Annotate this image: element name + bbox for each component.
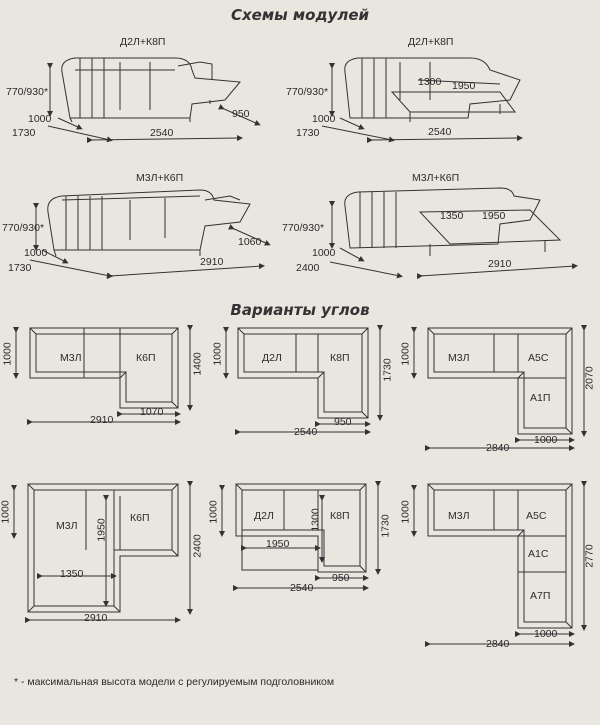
corner-1-right: К6П — [136, 352, 156, 364]
corner-6-depth-left: 1000 — [399, 500, 412, 524]
corner-variant-4 — [11, 481, 193, 623]
module-2-width: 2540 — [428, 126, 452, 138]
module-4-name: М3Л+К6П — [412, 172, 460, 184]
sofa-module-4 — [329, 187, 578, 280]
module-3-height: 770/930* — [2, 222, 45, 234]
corner-5-chaise: 950 — [332, 572, 350, 584]
corner-5-left: Д2Л — [254, 510, 274, 522]
corner-2-left: Д2Л — [262, 352, 282, 364]
module-1-width: 2540 — [150, 127, 174, 139]
corner-3-chaise: 1000 — [534, 434, 558, 446]
corner-4-depth-left: 1000 — [0, 500, 12, 524]
corner-1-chaise: 1070 — [140, 406, 164, 418]
corner-2-width: 2540 — [294, 426, 318, 438]
corner-3-width: 2840 — [486, 442, 510, 454]
corner-3-depth-left: 1000 — [399, 342, 412, 366]
corner-5-width: 2540 — [290, 582, 314, 594]
module-2-height: 770/930* — [286, 86, 329, 98]
corner-variant-2 — [223, 325, 383, 435]
corner-4-bed-width: 1950 — [95, 518, 108, 542]
corner-6-chaise: 1000 — [534, 628, 558, 640]
corner-6-width: 2840 — [486, 638, 510, 650]
corner-6-left: М3Л — [448, 510, 470, 522]
module-3-name: М3Л+К6П — [136, 172, 184, 184]
corner-2-depth-right: 1730 — [381, 358, 394, 382]
corner-6-right-1: А5С — [526, 510, 547, 522]
corner-3-right-2: А1П — [530, 392, 551, 404]
corner-2-chaise: 950 — [334, 416, 352, 428]
corner-4-depth-right: 2400 — [191, 534, 204, 558]
corner-4-bed-length: 1350 — [60, 568, 84, 580]
module-1-depth-left: 1000 — [28, 113, 52, 125]
corner-5-right: К8П — [330, 510, 350, 522]
corner-1-depth-right: 1400 — [191, 352, 204, 376]
corner-1-depth-left: 1000 — [1, 342, 14, 366]
sofa-module-2 — [321, 57, 523, 144]
corner-5-bed-length: 1950 — [266, 538, 290, 550]
modules-title: Схемы модулей — [230, 6, 370, 24]
corner-6-right-3: А7П — [530, 590, 551, 602]
module-1-name: Д2Л+К8П — [120, 36, 166, 48]
module-4-bed-width: 1950 — [482, 210, 506, 222]
module-3-width: 2910 — [200, 256, 224, 268]
corner-1-left: М3Л — [60, 352, 82, 364]
module-2-bed-width: 1950 — [452, 80, 476, 92]
module-4-height: 770/930* — [282, 222, 325, 234]
corner-5-bed-width: 1300 — [309, 508, 322, 532]
corner-4-left: М3Л — [56, 520, 78, 532]
module-2-name: Д2Л+К8П — [408, 36, 454, 48]
module-4-width: 2910 — [488, 258, 512, 270]
corner-6-depth-right: 2770 — [583, 544, 596, 568]
corner-3-left: М3Л — [448, 352, 470, 364]
corner-6-right-2: А1С — [528, 548, 549, 560]
sofa-module-1 — [47, 57, 261, 144]
module-2-depth-left: 1000 — [312, 113, 336, 125]
module-3-chaise: 1060 — [238, 236, 262, 248]
corner-variant-3 — [411, 325, 587, 451]
corners-title: Варианты углов — [230, 301, 370, 319]
module-3-depth-total: 1730 — [8, 262, 32, 274]
corner-5-depth-left: 1000 — [207, 500, 220, 524]
module-1-chaise: 950 — [232, 108, 250, 120]
module-1-depth-total: 1730 — [12, 127, 36, 139]
corner-1-width: 2910 — [90, 414, 114, 426]
corner-4-right: К6П — [130, 512, 150, 524]
module-3-depth-left: 1000 — [24, 247, 48, 259]
sofa-module-3 — [29, 189, 271, 280]
module-2-depth-total: 1730 — [296, 127, 320, 139]
module-1-height: 770/930* — [6, 86, 49, 98]
module-2-bed-length: 1300 — [418, 76, 442, 88]
corner-variant-5 — [219, 481, 381, 591]
corner-4-width: 2910 — [84, 612, 108, 624]
module-4-depth-total: 2400 — [296, 262, 320, 274]
corner-2-right: К8П — [330, 352, 350, 364]
module-4-bed-length: 1350 — [440, 210, 464, 222]
footnote: * - максимальная высота модели с регулир… — [14, 676, 335, 688]
module-4-depth-left: 1000 — [312, 247, 336, 259]
corner-2-depth-left: 1000 — [211, 342, 224, 366]
corner-variant-6 — [411, 481, 587, 647]
corner-5-depth-right: 1730 — [379, 514, 392, 538]
corner-3-right-1: А5С — [528, 352, 549, 364]
corner-3-depth-right: 2070 — [583, 366, 596, 390]
corner-variant-1 — [13, 325, 193, 425]
